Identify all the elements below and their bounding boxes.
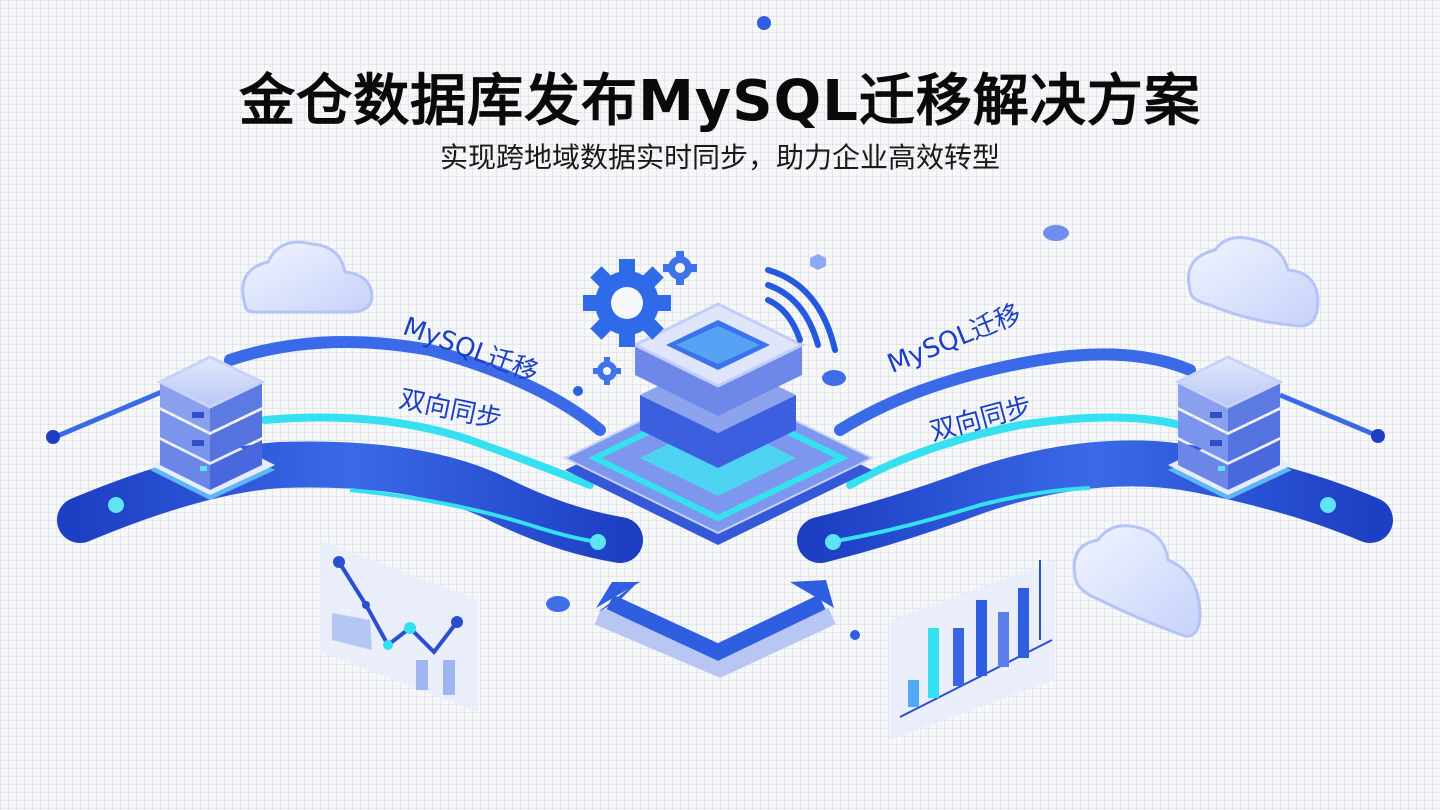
data-flow-band-right xyxy=(797,440,1393,563)
connector-line-right xyxy=(1279,392,1379,439)
cloud-icon-bottom xyxy=(1072,524,1202,638)
bidirectional-arrow-icon xyxy=(594,580,836,678)
bar-chart-panel xyxy=(890,560,1055,740)
decor-dot xyxy=(757,16,771,30)
central-database-icon xyxy=(562,302,875,545)
server-icon-right xyxy=(1168,355,1292,500)
wifi-signal-icon xyxy=(765,267,838,353)
decor-pill xyxy=(1043,225,1069,241)
gear-icon-tiny xyxy=(593,357,621,385)
gear-icon-large xyxy=(583,259,671,347)
cloud-icon-right xyxy=(1187,236,1320,328)
gear-icon-small xyxy=(663,251,697,285)
cloud-icon-left xyxy=(241,240,374,314)
page-subtitle: 实现跨地域数据实时同步，助力企业高效转型 xyxy=(439,141,1000,174)
page-title: 金仓数据库发布MySQL迁移解决方案 xyxy=(239,69,1201,134)
line-chart-panel xyxy=(320,540,478,712)
server-icon-left xyxy=(150,355,275,500)
